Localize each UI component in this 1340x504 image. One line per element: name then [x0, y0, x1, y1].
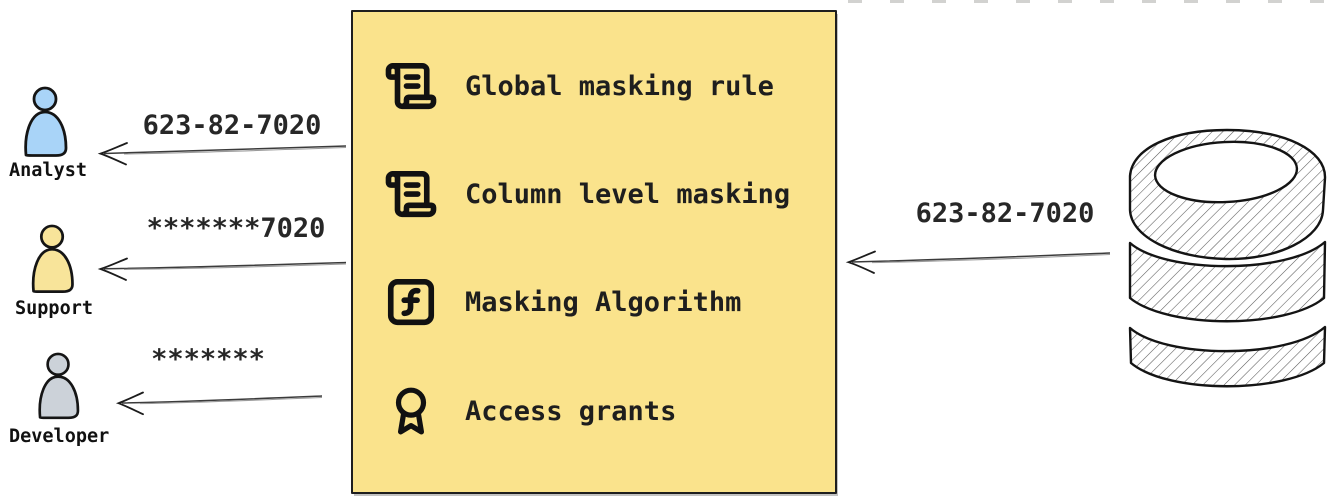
masking-rule-label: Global masking rule	[465, 70, 774, 102]
scroll-text-icon	[381, 161, 441, 227]
support-icon	[31, 224, 74, 294]
persona-label: Developer	[9, 426, 110, 447]
persona-label: Analyst	[9, 160, 87, 181]
analyst-icon	[24, 86, 68, 157]
database-icon	[1128, 128, 1327, 388]
top-edge-dashed-line	[848, 0, 1340, 3]
masking-rule-row: Global masking rule	[353, 54, 835, 118]
persona-label: Support	[15, 298, 93, 319]
masking-rule-label: Masking Algorithm	[465, 286, 742, 318]
award-icon	[381, 378, 441, 444]
masking-rule-row: Access grants	[353, 379, 835, 443]
scroll-text-icon	[381, 53, 441, 119]
analyst-received-value: 623-82-7020	[142, 110, 322, 141]
support-received-value: *******7020	[146, 213, 326, 244]
developer-received-value: *******	[151, 344, 265, 375]
arrow-to-developer	[115, 391, 323, 416]
masking-rules-box: Global masking rule Column level masking	[351, 10, 837, 494]
masking-rule-label: Column level masking	[465, 178, 791, 210]
function-square-icon	[381, 269, 441, 335]
arrow-to-analyst	[97, 142, 347, 166]
arrow-to-support	[97, 257, 347, 281]
masking-rule-row: Masking Algorithm	[353, 270, 835, 334]
masking-rule-row: Column level masking	[353, 162, 835, 226]
developer-icon	[38, 352, 80, 420]
masking-rule-label: Access grants	[465, 395, 677, 427]
database-output-value: 623-82-7020	[915, 198, 1095, 229]
arrow-from-database	[845, 250, 1111, 274]
